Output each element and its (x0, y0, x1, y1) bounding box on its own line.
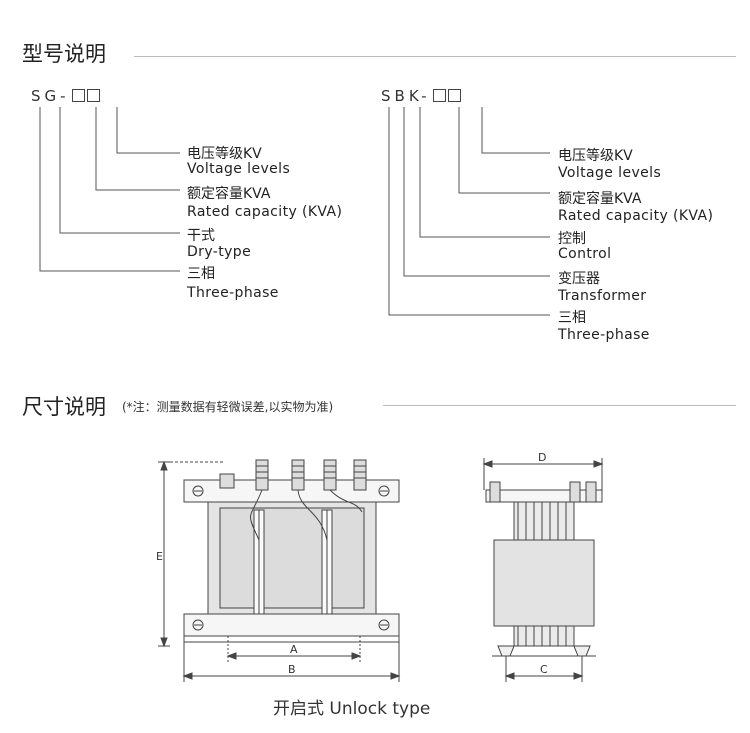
right-code-box-1 (432, 89, 446, 102)
right-label-voltage-cn: 电压等级KV (558, 148, 633, 164)
left-label-capacity-en: Rated capacity (KVA) (187, 204, 343, 220)
right-code-dash: - (421, 87, 431, 105)
right-label-voltage-en: Voltage levels (558, 165, 662, 181)
right-label-phase-cn: 三相 (558, 310, 586, 326)
right-label-capacity-cn: 额定容量KVA (558, 191, 642, 207)
right-label-transformer-cn: 变压器 (558, 271, 600, 287)
label-e: E (156, 550, 163, 563)
model-section-title: 型号说明 (22, 42, 106, 66)
front-view-drawing: E A B (156, 459, 401, 682)
dimension-note: (*注：测量数据有轻微误差,以实物为准) (122, 400, 334, 414)
left-code-g: G (44, 87, 61, 105)
right-bracket-phase (388, 107, 550, 316)
model-bracket-lines (39, 107, 550, 316)
label-a: A (290, 643, 298, 656)
left-label-dry-en: Dry-type (187, 244, 252, 260)
left-model-code: SG- (31, 87, 100, 105)
right-label-control-en: Control (558, 246, 612, 262)
right-label-capacity-en: Rated capacity (KVA) (558, 208, 714, 224)
right-label-transformer-en: Transformer (558, 288, 647, 304)
right-bracket-voltage (481, 107, 550, 154)
right-code-b: B (394, 87, 409, 105)
left-bracket-phase (39, 107, 180, 272)
right-bracket-capacity (458, 107, 550, 194)
left-bracket-dry (59, 107, 180, 234)
left-label-voltage-cn: 电压等级KV (187, 146, 262, 162)
left-label-phase-en: Three-phase (187, 285, 279, 301)
right-bracket-control (419, 107, 550, 238)
right-code-k: K (408, 87, 422, 105)
dimension-title-rule (383, 405, 736, 406)
label-c: C (540, 663, 548, 676)
left-bracket-voltage (116, 107, 180, 154)
drawing-caption: 开启式 Unlock type (273, 699, 431, 719)
left-label-capacity-cn: 额定容量KVA (187, 186, 271, 202)
left-code-s: S (31, 87, 45, 105)
right-label-phase-en: Three-phase (558, 327, 650, 343)
right-label-control-cn: 控制 (558, 231, 586, 247)
side-view-drawing: D C (482, 451, 604, 682)
dimension-section-title: 尺寸说明 (22, 395, 106, 419)
right-code-s: S (381, 87, 395, 105)
label-d: D (538, 451, 546, 464)
left-label-dry-cn: 干式 (187, 228, 215, 244)
left-label-voltage-en: Voltage levels (187, 161, 291, 177)
left-label-phase-cn: 三相 (187, 266, 215, 282)
left-code-box-2 (86, 89, 100, 102)
right-model-code: SBK- (381, 87, 461, 105)
left-code-box-1 (71, 89, 85, 102)
label-b: B (288, 663, 296, 676)
left-bracket-capacity (95, 107, 180, 191)
right-code-box-2 (447, 89, 461, 102)
right-bracket-transformer (403, 107, 550, 277)
left-code-dash: - (60, 87, 70, 105)
model-title-rule (134, 56, 736, 57)
